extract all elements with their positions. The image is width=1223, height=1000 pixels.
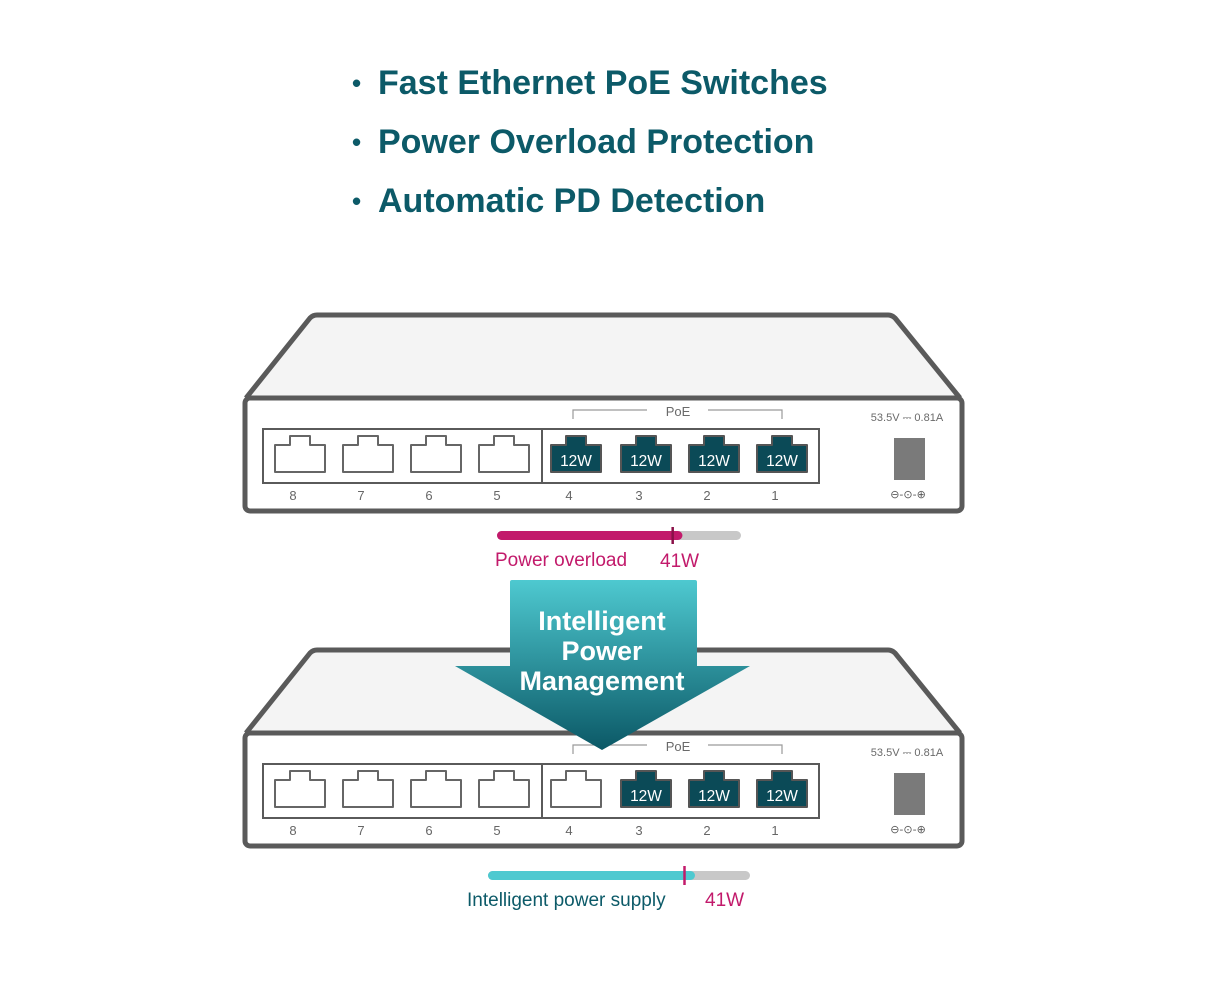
ethernet-port-6: 6 — [410, 770, 462, 838]
port-number: 5 — [493, 488, 500, 503]
ethernet-port-7: 7 — [342, 435, 394, 503]
poe-port-icon — [688, 770, 740, 808]
bullet-icon: • — [352, 68, 362, 98]
power-jack-icon — [894, 773, 925, 815]
port-wattage-label: 12W — [630, 788, 662, 805]
power-overload-label: Power overload — [495, 550, 627, 571]
ethernet-port-7: 7 — [342, 770, 394, 838]
feature-item: • Automatic PD Detection — [352, 176, 828, 235]
arrow-label-line: Power — [561, 636, 643, 666]
port-wattage-label: 12W — [766, 788, 798, 805]
poe-port-icon — [620, 435, 672, 473]
port-number: 3 — [635, 488, 642, 503]
dc-polarity-icon: ⊖-⊙-⊕ — [890, 488, 926, 501]
poe-port-icon — [756, 770, 808, 808]
poe-port-icon — [756, 435, 808, 473]
ethernet-port-3: 12W 3 — [620, 770, 672, 838]
arrow-shape — [455, 580, 750, 750]
feature-item: • Power Overload Protection — [352, 117, 828, 176]
poe-label: PoE — [666, 739, 691, 754]
rj45-port-icon — [410, 770, 462, 808]
port-number: 1 — [771, 823, 778, 838]
ethernet-port-4: 12W 4 — [550, 435, 602, 503]
poe-bracket — [572, 409, 783, 419]
port-wattage-label: 12W — [698, 788, 730, 805]
rj45-port-icon — [550, 770, 602, 808]
port-number: 1 — [771, 488, 778, 503]
power-rating-label: 53.5V ⎓ 0.81A — [871, 412, 944, 424]
poe-port-icon — [550, 435, 602, 473]
port-wattage-label: 12W — [630, 453, 662, 470]
ethernet-port-6: 6 — [410, 435, 462, 503]
port-number: 8 — [289, 823, 296, 838]
intelligent-supply-meter: Intelligent power supply 41W — [467, 866, 750, 911]
port-wattage-label: 12W — [560, 453, 592, 470]
poe-bracket — [572, 744, 783, 754]
port-number: 7 — [357, 823, 364, 838]
power-rating-label: 53.5V ⎓ 0.81A — [871, 747, 944, 759]
feature-text: Fast Ethernet PoE Switches — [378, 64, 828, 102]
port-number: 6 — [425, 823, 432, 838]
port-number: 4 — [565, 823, 572, 838]
rj45-port-icon — [342, 435, 394, 473]
poe-port-icon — [688, 435, 740, 473]
meter-fill — [488, 871, 695, 880]
ethernet-port-1: 12W 1 — [756, 770, 808, 838]
ethernet-port-5: 5 — [478, 770, 530, 838]
ethernet-port-5: 5 — [478, 435, 530, 503]
arrow-label-line: Intelligent — [538, 606, 666, 636]
intelligent-supply-label: Intelligent power supply — [467, 890, 666, 911]
port-number: 2 — [703, 823, 710, 838]
rj45-port-icon — [342, 770, 394, 808]
bullet-icon: • — [352, 127, 362, 157]
feature-list: • Fast Ethernet PoE Switches • Power Overl… — [352, 58, 828, 235]
poe-port-group-frame — [541, 763, 820, 819]
overload-limit-label: 41W — [660, 551, 699, 572]
port-number: 2 — [703, 488, 710, 503]
port-number: 4 — [565, 488, 572, 503]
supply-limit-label: 41W — [705, 890, 744, 911]
feature-item: • Fast Ethernet PoE Switches — [352, 58, 828, 117]
meter-fill — [497, 531, 683, 540]
port-number: 3 — [635, 823, 642, 838]
poe-port-icon — [620, 770, 672, 808]
port-number: 6 — [425, 488, 432, 503]
intelligent-power-management-arrow: Intelligent Power Management — [455, 580, 750, 750]
ethernet-port-8: 8 — [274, 770, 326, 838]
feature-text: Power Overload Protection — [378, 123, 815, 161]
ethernet-port-4: 4 — [550, 770, 602, 838]
rj45-port-icon — [478, 435, 530, 473]
rj45-port-icon — [274, 770, 326, 808]
power-jack-icon — [894, 438, 925, 480]
ethernet-port-3: 12W 3 — [620, 435, 672, 503]
bullet-icon: • — [352, 186, 362, 216]
ethernet-port-1: 12W 1 — [756, 435, 808, 503]
rj45-port-icon — [410, 435, 462, 473]
port-number: 7 — [357, 488, 364, 503]
ethernet-port-2: 12W 2 — [688, 435, 740, 503]
port-number: 5 — [493, 823, 500, 838]
port-wattage-label: 12W — [698, 453, 730, 470]
arrow-label-line: Management — [519, 666, 684, 696]
port-number: 8 — [289, 488, 296, 503]
rj45-port-icon — [274, 435, 326, 473]
ethernet-port-8: 8 — [274, 435, 326, 503]
switch-top-surface — [244, 312, 962, 400]
power-overload-meter: Power overload 41W — [495, 527, 741, 572]
port-wattage-label: 12W — [766, 453, 798, 470]
ethernet-port-2: 12W 2 — [688, 770, 740, 838]
poe-port-group-frame — [541, 428, 820, 484]
dc-polarity-icon: ⊖-⊙-⊕ — [890, 823, 926, 836]
rj45-port-icon — [478, 770, 530, 808]
poe-label: PoE — [666, 404, 691, 419]
feature-text: Automatic PD Detection — [378, 182, 766, 220]
